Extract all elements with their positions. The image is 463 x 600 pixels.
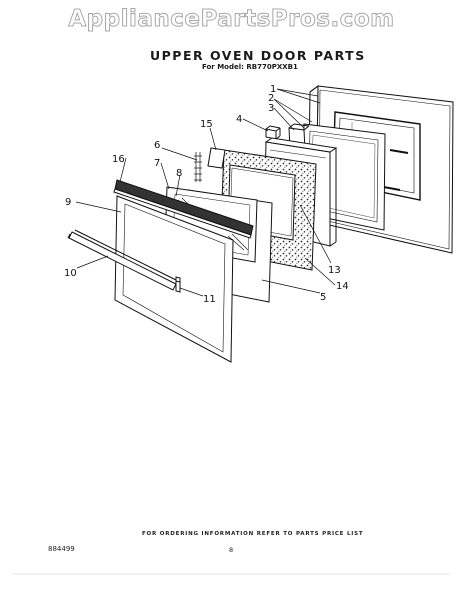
callout-11: 11 bbox=[203, 294, 216, 305]
ordering-note: FOR ORDERING INFORMATION REFER TO PARTS … bbox=[142, 531, 364, 537]
callout-16: 16 bbox=[112, 154, 125, 165]
callout-10: 10 bbox=[64, 268, 77, 279]
handle-screw bbox=[175, 276, 181, 293]
page-number: 8 bbox=[229, 546, 234, 554]
model-line: For Model: RB770PXXB1 bbox=[202, 63, 298, 71]
top-channel bbox=[207, 147, 226, 169]
callout-6: 6 bbox=[154, 140, 160, 151]
callout-8: 8 bbox=[176, 168, 182, 179]
door-handle bbox=[67, 229, 177, 291]
page-title: UPPER OVEN DOOR PARTS bbox=[150, 48, 366, 63]
callout-14: 14 bbox=[336, 281, 349, 292]
callout-7: 7 bbox=[154, 158, 160, 169]
callout-5: 5 bbox=[320, 292, 326, 303]
callout-3: 3 bbox=[268, 103, 274, 114]
callout-1: 1 bbox=[270, 84, 276, 95]
document-number: 884499 bbox=[48, 545, 75, 553]
callout-9: 9 bbox=[65, 197, 71, 208]
callout-4: 4 bbox=[236, 114, 242, 125]
callout-numbers: 1 2 3 4 15 6 16 7 8 9 10 11 13 14 5 bbox=[64, 84, 349, 305]
leader-lines bbox=[75, 88, 336, 297]
top-bar-part bbox=[113, 179, 254, 239]
callout-15: 15 bbox=[200, 119, 213, 130]
watermark-text: AppliancePartsPros.com bbox=[68, 6, 395, 33]
callout-2: 2 bbox=[268, 93, 274, 104]
callout-13: 13 bbox=[328, 265, 341, 276]
screw-part bbox=[194, 152, 202, 182]
small-block-part bbox=[265, 125, 281, 140]
